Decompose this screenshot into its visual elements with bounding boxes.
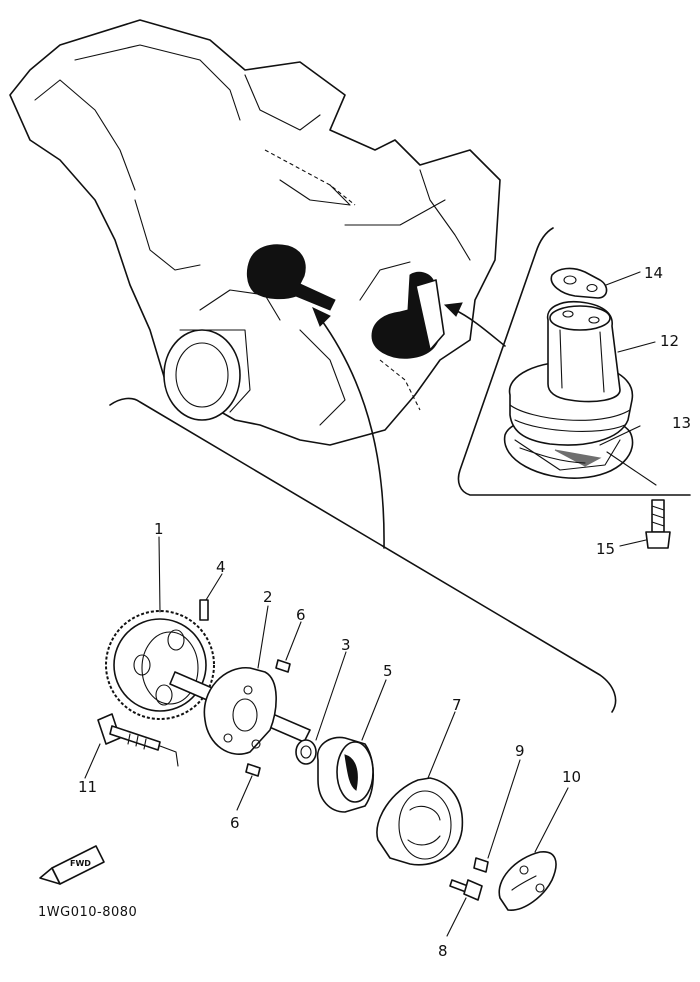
callout-1: 1 xyxy=(154,520,164,538)
callout-3: 3 xyxy=(341,636,351,654)
callout-8: 8 xyxy=(438,942,448,960)
callout-labels: 1 2 3 4 5 6 6 7 8 9 10 11 12 13 14 15 xyxy=(78,264,691,960)
engine-case-illustration xyxy=(9,19,501,446)
drawing-code: 1WG010-8080 xyxy=(38,905,137,920)
assembly-arrows xyxy=(312,302,506,549)
forward-arrow-icon: FWD xyxy=(39,845,105,885)
callout-7: 7 xyxy=(452,696,462,714)
callout-6-lower: 6 xyxy=(230,814,240,832)
section-divider-line xyxy=(109,397,617,713)
oil-strainer-assembly xyxy=(503,267,671,549)
callout-6-upper: 6 xyxy=(296,606,306,624)
callout-2: 2 xyxy=(263,588,273,606)
inset-frame-line xyxy=(457,227,691,496)
callout-10: 10 xyxy=(562,768,581,786)
callout-5: 5 xyxy=(383,662,393,680)
callout-4: 4 xyxy=(216,558,226,576)
forward-arrow-label: FWD xyxy=(70,859,91,868)
callout-14: 14 xyxy=(644,264,663,282)
callout-11: 11 xyxy=(78,778,97,796)
callout-15: 15 xyxy=(596,540,615,558)
callout-12: 12 xyxy=(660,332,679,350)
callout-9: 9 xyxy=(515,742,525,760)
oil-pump-assembly xyxy=(84,536,569,937)
callout-13: 13 xyxy=(672,414,691,432)
